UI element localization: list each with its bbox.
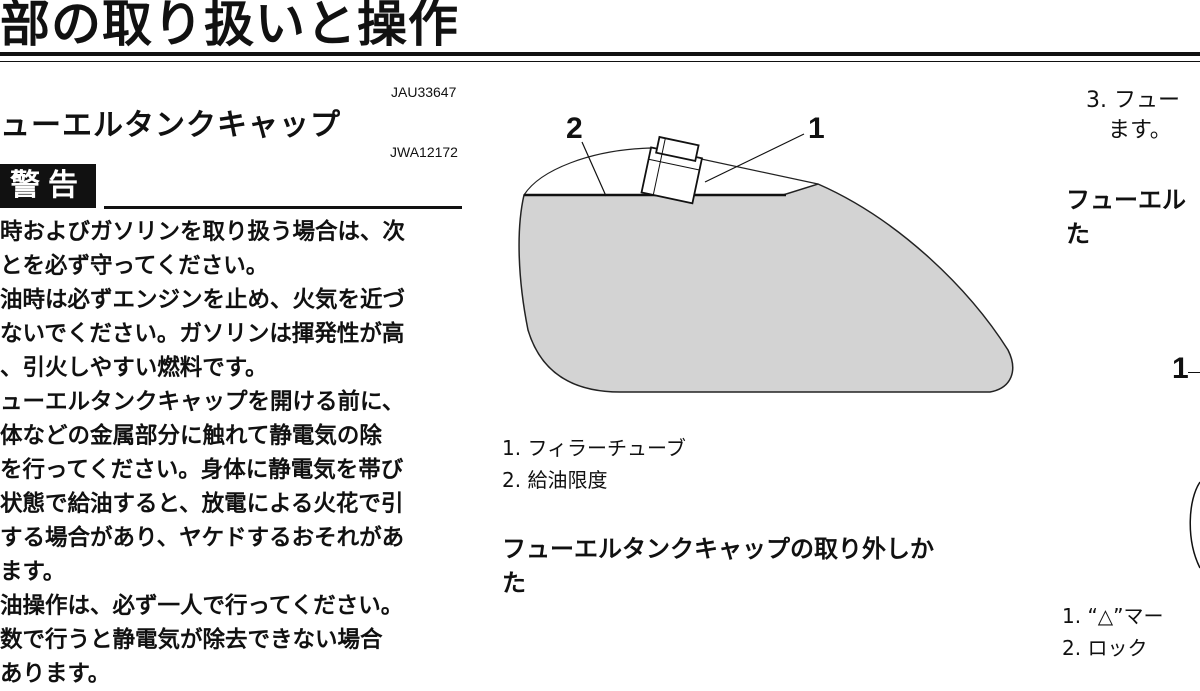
header-rule-thick xyxy=(0,52,1200,56)
subheading-right: フューエル た xyxy=(1066,183,1186,251)
warning-line: あります。 xyxy=(0,661,111,687)
warning-line: 状態で給油すると、放電による火花で引 xyxy=(0,491,404,517)
caption-item: 2. 給油限度 xyxy=(502,468,608,492)
warning-line: ューエルタンクキャップを開ける前に、 xyxy=(0,389,405,415)
subheading-line: た xyxy=(502,569,526,597)
warning-line: する場合があり、ヤケドするおそれがあ xyxy=(0,525,405,551)
subheading-line: フューエルタンクキャップの取り外しか xyxy=(502,535,934,563)
warning-line: 油時は必ずエンジンを止め、火気を近づ xyxy=(0,287,406,313)
tank-body xyxy=(518,183,1014,393)
warning-body: 時およびガソリンを取り扱う場合は、次 とを必ず守ってください。 油時は必ずエンジ… xyxy=(0,215,470,691)
callout-label-2: 2 xyxy=(566,112,583,145)
header-rule-thin xyxy=(0,61,1200,62)
warning-line: ないでください。ガソリンは揮発性が高 xyxy=(0,321,405,347)
warning-line: 時およびガソリンを取り扱う場合は、次 xyxy=(0,219,406,245)
warning-line: とを必ず守ってください。 xyxy=(0,253,269,279)
callout-label-1: 1 xyxy=(808,112,825,145)
figure-captions-right: 1. “△”マー 2. ロック xyxy=(1062,600,1164,664)
filler-tube xyxy=(640,135,704,205)
page-title: 部の取り扱いと操作 xyxy=(0,0,459,53)
subheading-line: フューエル xyxy=(1066,186,1186,214)
warning-line: 体などの金属部分に触れて静電気の除 xyxy=(0,423,382,449)
section-title: ューエルタンクキャップ xyxy=(0,108,341,143)
subheading-line: た xyxy=(1066,220,1090,248)
step-line: 3. フュー xyxy=(1086,88,1180,113)
doc-code-section: JAU33647 xyxy=(391,84,457,100)
caption-item: 1. フィラーチューブ xyxy=(502,436,686,460)
warning-rule xyxy=(104,206,462,209)
subheading-removal: フューエルタンクキャップの取り外しか た xyxy=(502,532,934,600)
warning-label: 警告 xyxy=(0,164,96,208)
warning-line: を行ってください。身体に静電気を帯び xyxy=(0,457,404,483)
figure-captions: 1. フィラーチューブ 2. 給油限度 xyxy=(502,432,686,496)
warning-line: 油操作は、必ず一人で行ってください。 xyxy=(0,593,404,619)
step-line: ます。 xyxy=(1086,118,1172,143)
tank-top-outline xyxy=(523,147,819,196)
doc-code-warning: JWA12172 xyxy=(390,144,458,160)
caption-item: 2. ロック xyxy=(1062,636,1148,660)
fuel-tank-illustration: 1 2 xyxy=(518,112,1014,393)
callout-leader-1 xyxy=(704,133,805,183)
cap-outline-partial xyxy=(1189,481,1200,569)
warning-line: 数で行うと静電気が除去できない場合 xyxy=(0,627,383,653)
callout-leader-2 xyxy=(581,141,607,197)
warning-line: ます。 xyxy=(0,559,66,585)
callout-leader-right xyxy=(1188,372,1200,373)
warning-line: 、引火しやすい燃料です。 xyxy=(0,355,268,381)
callout-label-right-1: 1 xyxy=(1172,352,1189,385)
step-3: 3. フュー ます。 xyxy=(1086,86,1180,146)
caption-item: 1. “△”マー xyxy=(1062,604,1164,628)
